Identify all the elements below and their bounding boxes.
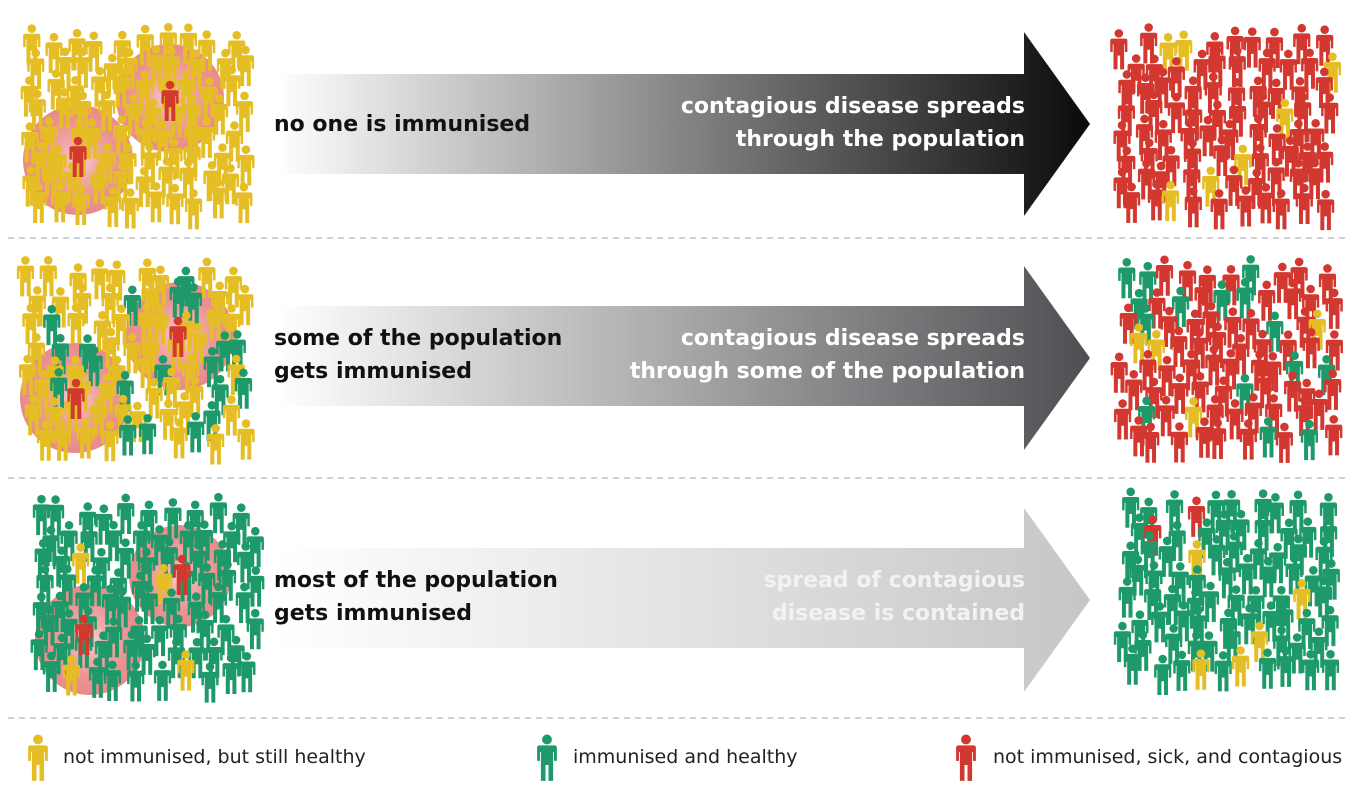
person-icon (117, 493, 135, 534)
row-dividers (8, 237, 1347, 719)
outcome-arrow-2 (276, 266, 1090, 450)
row-3-outcome: spread of contagious disease is containe… (763, 568, 1025, 626)
legend-label-immunised: immunised and healthy (573, 746, 798, 768)
row-1-label: no one is immunised (274, 112, 531, 137)
person-icon (184, 188, 203, 230)
person-icon (1118, 257, 1136, 299)
row-1-outcome: contagious disease spreads through the p… (680, 94, 1025, 152)
outcome-arrow-1 (276, 32, 1090, 216)
person-icon (1279, 49, 1297, 90)
person-icon (1259, 417, 1277, 458)
person-icon (1321, 650, 1340, 691)
person-icon (16, 256, 35, 297)
person-icon (1110, 29, 1128, 70)
person-icon (235, 182, 253, 224)
legend-label-sick: not immunised, sick, and contagious (993, 746, 1343, 768)
person-icon (1122, 487, 1140, 528)
row-3-label: most of the population gets immunised (274, 568, 558, 626)
person-icon (222, 395, 241, 436)
legend-person-icon-immunised (537, 734, 557, 781)
person-icon (1157, 395, 1175, 437)
person-icon (1117, 95, 1136, 137)
person-icon (1272, 189, 1290, 230)
person-icon (1239, 419, 1257, 460)
person-icon (153, 660, 172, 701)
person-icon (1243, 27, 1261, 68)
outcome-arrows (276, 32, 1090, 692)
row-2-label: some of the population gets immunised (274, 326, 563, 384)
person-icon (1325, 288, 1343, 329)
person-icon (1170, 422, 1189, 463)
person-icon (1325, 415, 1343, 456)
person-icon (1167, 92, 1186, 134)
person-icon (1321, 93, 1339, 134)
person-icon (1125, 369, 1143, 411)
person-icon (235, 582, 253, 624)
legend-person-icon-sick (956, 734, 976, 781)
legend-label-unimmunised: not immunised, but still healthy (63, 746, 366, 768)
row-2-outcome: contagious disease spreads through some … (629, 326, 1025, 384)
person-icon (39, 256, 57, 297)
person-icon (209, 492, 227, 534)
legend-person-icon-unimmunised (28, 734, 48, 781)
person-icon (237, 419, 255, 460)
person-icon (1325, 330, 1343, 371)
person-icon (237, 145, 255, 186)
outcome-arrow-3 (276, 508, 1090, 692)
